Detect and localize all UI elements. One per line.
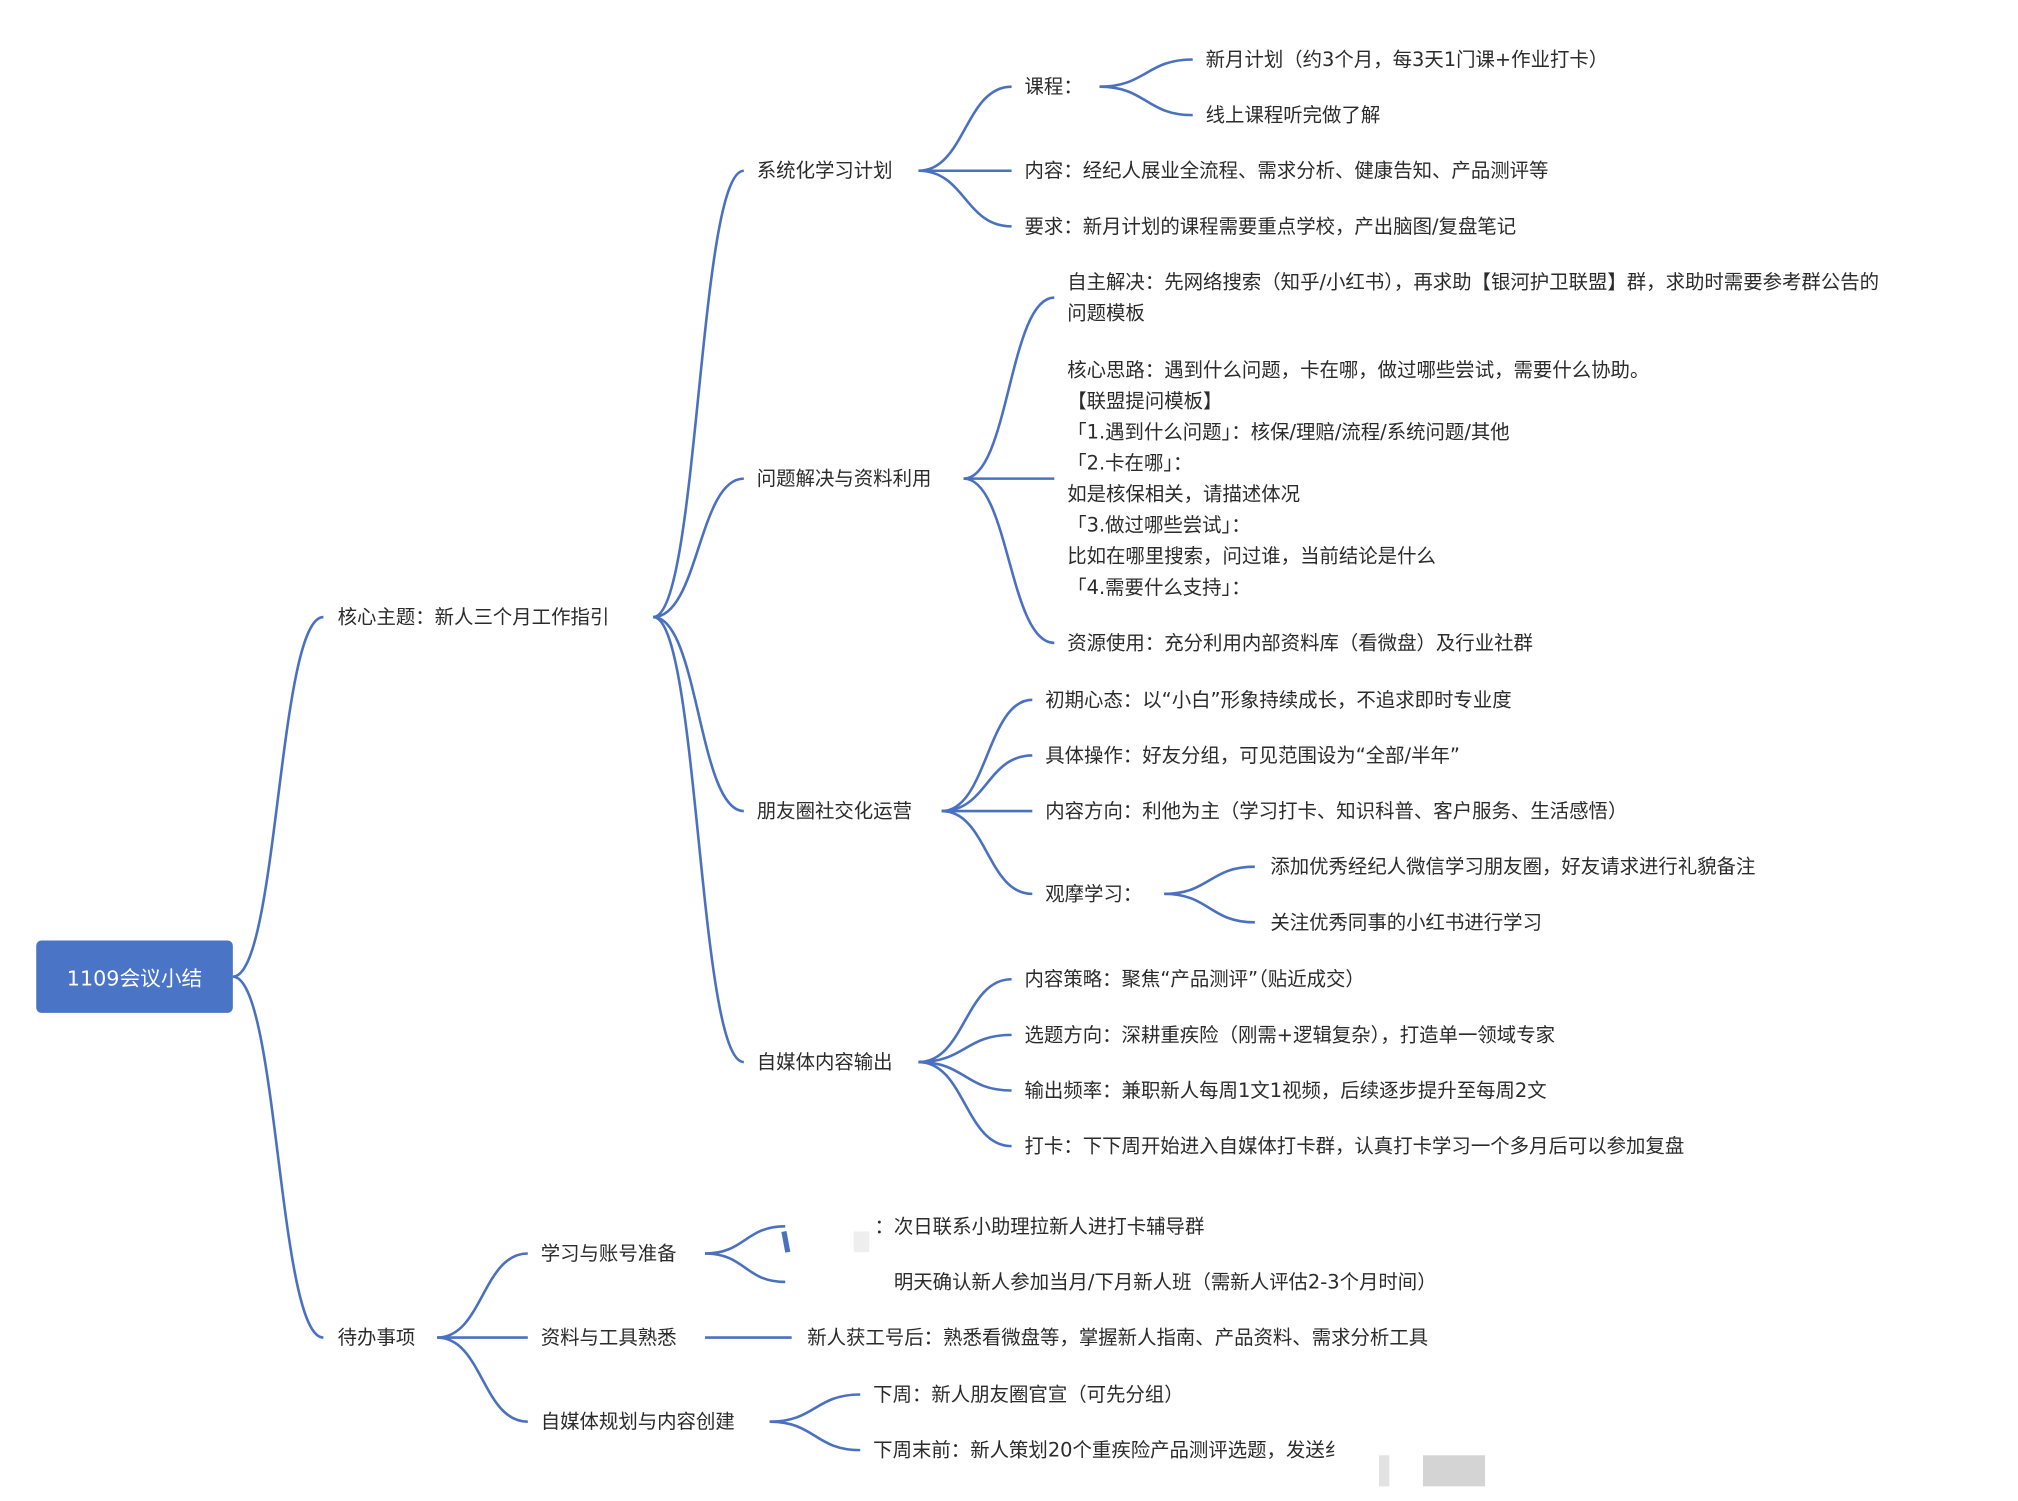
node-requirement[interactable]: 要求：新月计划的课程需要重点学校，产出脑图/复盘笔记 [1024,214,1517,239]
node-course-item[interactable]: 线上课程听完做了解 [1205,103,1381,127]
text-line: 「1.遇到什么问题」：核保/理赔/流程/系统问题/其他 [1067,420,1510,444]
text-line: 问题模板 [1067,301,1145,325]
node-course-item[interactable]: 新月计划（约3个月，每3天1门课+作业打卡） [1205,47,1609,72]
node-self-solve[interactable]: 自主解决：先网络搜索（知乎/小红书），再求助【银河护卫联盟】群，求助时需要参考群… [1067,266,1879,328]
text-line: 「3.做过哪些尝试」： [1067,513,1251,537]
root-node[interactable]: 1109会议小结 [36,940,233,1013]
text-line: 比如在哪里搜索，问过谁，当前结论是什么 [1067,544,1436,568]
redaction-mark [853,1231,870,1253]
node-media-plan[interactable]: 自媒体规划与内容创建 [540,1410,735,1434]
node-media-item[interactable]: 打卡：下下周开始进入自媒体打卡群，认真打卡学习一个多月后可以参加复盘 [1024,1134,1685,1158]
node-core-approach[interactable]: 核心思路：遇到什么问题，卡在哪，做过哪些尝试，需要什么协助。 【联盟提问模板】 … [1067,354,1649,602]
node-media-output[interactable]: 自媒体内容输出 [756,1050,893,1074]
node-course[interactable]: 课程： [1024,75,1083,99]
node-prep-item[interactable]: 明天确认新人参加当月/下月新人班（需新人评估2-3个月时间） [893,1270,1437,1294]
node-study-plan[interactable]: 系统化学习计划 [756,159,893,183]
node-observe-item[interactable]: 关注优秀同事的小红书进行学习 [1270,910,1542,934]
node-tools[interactable]: 资料与工具熟悉 [540,1325,677,1350]
node-prep[interactable]: 学习与账号准备 [540,1241,677,1266]
node-prep-item[interactable]: ：次日联系小助理拉新人进打卡辅导群 [874,1214,1205,1238]
node-moments-item[interactable]: 具体操作：好友分组，可见范围设为“全部/半年” [1045,743,1460,768]
redaction-mark [1422,1455,1486,1487]
text-line: 自主解决：先网络搜索（知乎/小红书），再求助【银河护卫联盟】群，求助时需要参考群… [1067,270,1880,294]
node-media-item[interactable]: 输出频率：兼职新人每周1文1视频，后续逐步提升至每周2文 [1024,1078,1547,1103]
text-line: 「2.卡在哪」： [1067,451,1193,475]
root-label: 1109会议小结 [66,966,203,991]
node-observe-item[interactable]: 添加优秀经纪人微信学习朋友圈，好友请求进行礼貌备注 [1270,855,1756,879]
node-content[interactable]: 内容：经纪人展业全流程、需求分析、健康告知、产品测评等 [1024,159,1549,183]
node-moments-item[interactable]: 初期心态：以“小白”形象持续成长，不追求即时专业度 [1045,688,1512,712]
node-plan-item[interactable]: 下周末前：新人策划20个重疾险产品测评选题，发送纟 [873,1438,1345,1462]
node-moments-item[interactable]: 内容方向：利他为主（学习打卡、知识科普、客户服务、生活感悟） [1045,799,1628,823]
node-media-item[interactable]: 选题方向：深耕重疾险（刚需+逻辑复杂），打造单一领域专家 [1024,1023,1556,1047]
node-core-theme[interactable]: 核心主题：新人三个月工作指引 [337,605,610,629]
node-resource-use[interactable]: 资源使用：充分利用内部资料库（看微盘）及行业社群 [1067,631,1533,655]
text-line: 核心思路：遇到什么问题，卡在哪，做过哪些尝试，需要什么协助。 [1067,358,1650,382]
node-todo[interactable]: 待办事项 [337,1325,416,1350]
redaction-mark [1378,1455,1390,1487]
node-tools-item[interactable]: 新人获工号后：熟悉看微盘等，掌握新人指南、产品资料、需求分析工具 [807,1325,1429,1350]
text-line: 【联盟提问模板】 [1067,389,1223,413]
node-plan-item[interactable]: 下周：新人朋友圈官宣（可先分组） [873,1382,1184,1407]
node-moments[interactable]: 朋友圈社交化运营 [756,799,913,823]
node-observe[interactable]: 观摩学习： [1045,882,1143,906]
node-media-item[interactable]: 内容策略：聚焦“产品测评”（贴近成交） [1024,967,1365,991]
text-line: 如是核保相关，请描述体况 [1067,482,1301,506]
text-line: 「4.需要什么支持」： [1067,575,1251,599]
node-problem-solving[interactable]: 问题解决与资料利用 [756,466,932,491]
